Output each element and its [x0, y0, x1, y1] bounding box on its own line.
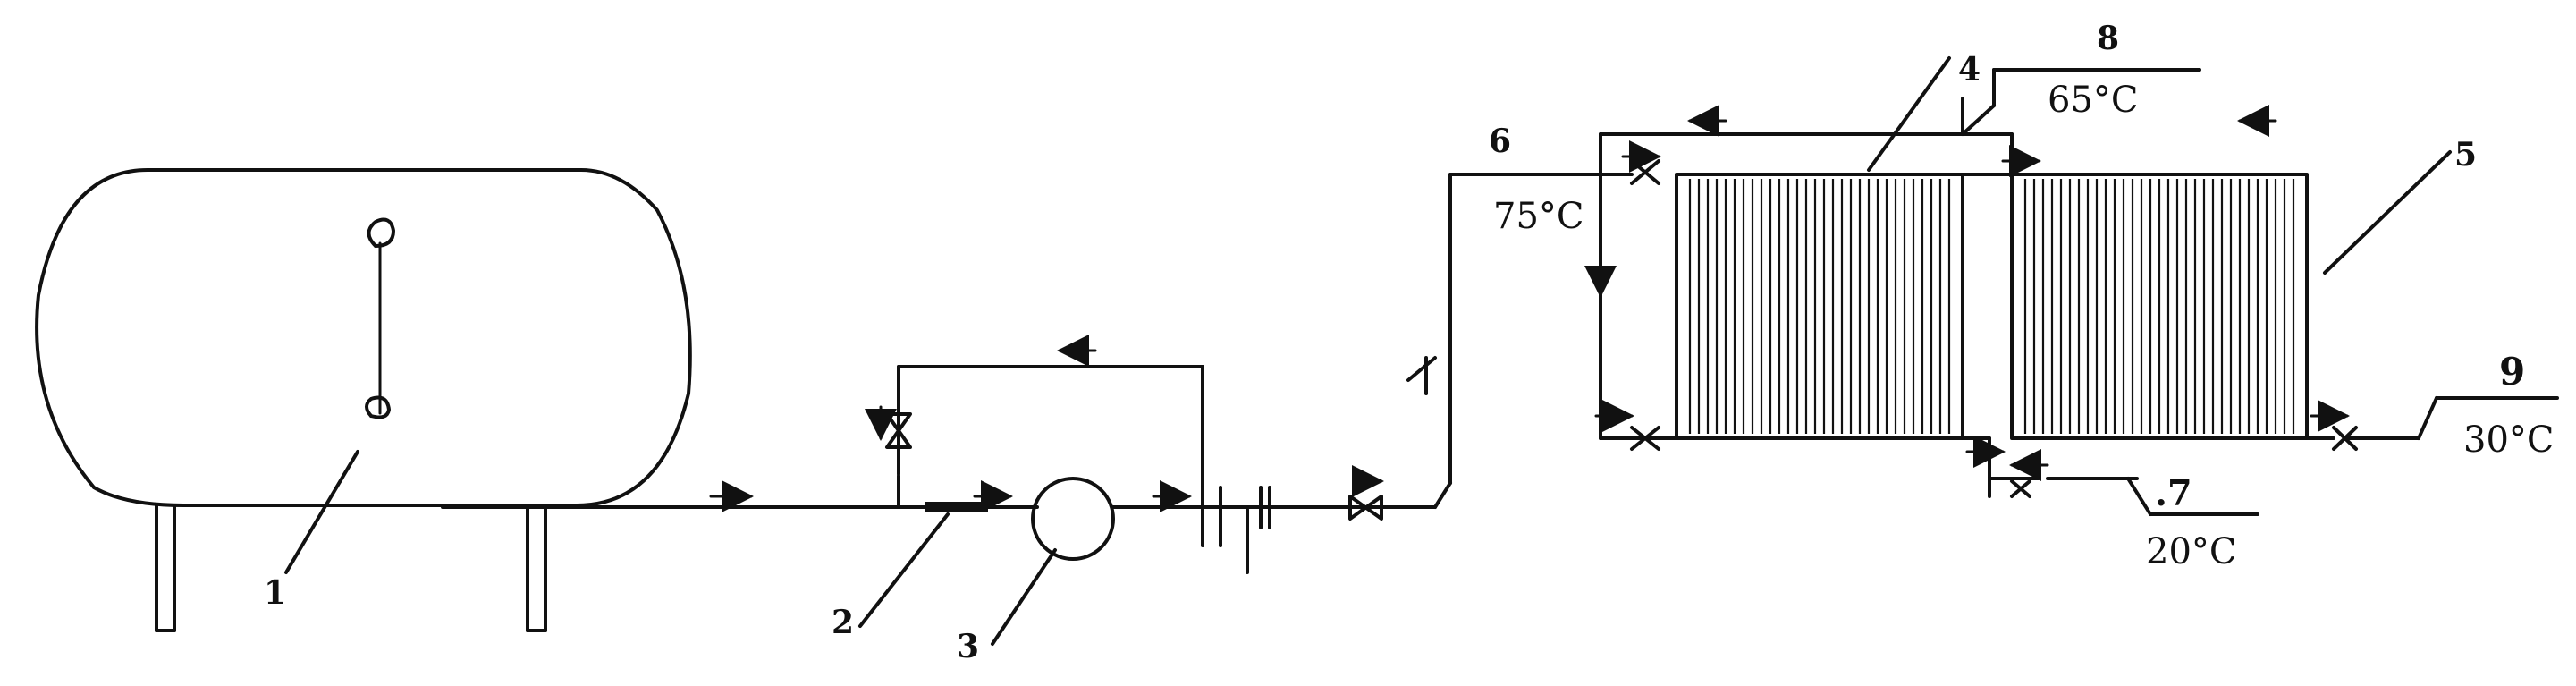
heat-exchanger-4 [1599, 56, 2139, 498]
label-4: 4 [1958, 51, 1981, 89]
pump [991, 477, 1115, 646]
flow-arrows [709, 105, 2350, 512]
label-7: .7 [2155, 472, 2192, 514]
main-pipe [441, 365, 1437, 509]
outlet-inlet-branches [1961, 68, 2259, 516]
label-9: 9 [2499, 350, 2525, 394]
heat-exchanger-5 [1961, 150, 2559, 451]
temperature-20c: 20°C [2146, 531, 2237, 572]
label-3: 3 [957, 628, 979, 665]
temperature-65c: 65°C [2048, 80, 2139, 121]
label-5: 5 [2454, 136, 2477, 174]
label-1: 1 [264, 574, 286, 612]
storage-tank [35, 168, 692, 632]
temperature-30c: 30°C [2463, 419, 2555, 461]
flange-section [1201, 486, 1271, 574]
label-8: 8 [2097, 20, 2119, 57]
filter [858, 502, 988, 628]
rising-pipe [1406, 173, 1602, 509]
label-6: 6 [1489, 123, 1511, 160]
temperature-75c: 75°C [1493, 196, 1584, 237]
diagram-labels: 1 2 3 4 5 6 .7 8 9 75°C 65°C 30°C 20°C [264, 20, 2555, 665]
bypass-valve [885, 412, 912, 449]
label-2: 2 [832, 604, 854, 641]
